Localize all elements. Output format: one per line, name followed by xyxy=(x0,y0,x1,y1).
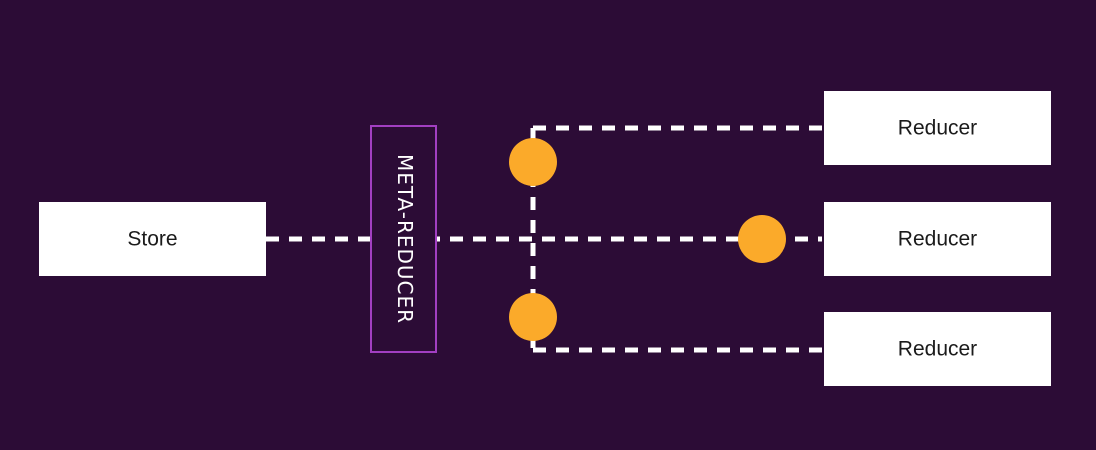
reducer-label: Reducer xyxy=(898,338,977,361)
reducer-label: Reducer xyxy=(898,117,977,140)
action-dots xyxy=(509,138,786,341)
reducer-node-1: Reducer xyxy=(824,91,1051,165)
action-dot xyxy=(738,215,786,263)
store-label: Store xyxy=(127,228,177,251)
meta-reducer-label: META-REDUCER xyxy=(393,154,417,324)
action-dot xyxy=(509,138,557,186)
meta-reducer-box xyxy=(370,125,437,353)
meta-reducer-node: META-REDUCER xyxy=(370,125,437,353)
reducer-box xyxy=(824,312,1051,386)
store-node: Store xyxy=(39,202,266,276)
reducer-node-3: Reducer xyxy=(824,312,1051,386)
store-box xyxy=(39,202,266,276)
reducer-node-2: Reducer xyxy=(824,202,1051,276)
reducer-label: Reducer xyxy=(898,228,977,251)
reducer-box xyxy=(824,202,1051,276)
action-dot xyxy=(509,293,557,341)
reducer-box xyxy=(824,91,1051,165)
